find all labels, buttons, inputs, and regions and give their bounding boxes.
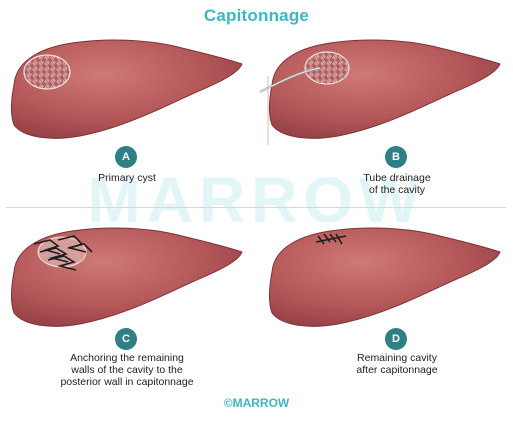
panel-badge: D [385, 328, 407, 350]
caption-line: of the cavity [368, 184, 426, 196]
caption-line: Primary cyst [98, 172, 156, 184]
panel-badge: A [115, 146, 137, 168]
caption-line: Anchoring the remaining [70, 352, 184, 364]
divider [6, 207, 506, 208]
panel-caption: Anchoring the remaining walls of the cav… [2, 352, 252, 388]
caption-line: Remaining cavity [357, 352, 437, 364]
liver-illustration [10, 39, 243, 139]
caption-line: after capitonnage [356, 364, 438, 376]
caption-line: posterior wall in capitonnage [60, 376, 194, 388]
panel-badge: B [385, 146, 407, 168]
panel-d: D Remaining cavity after capitonnage [260, 222, 510, 422]
liver-illustration [260, 39, 501, 145]
panel-a: A Primary cyst [2, 30, 252, 230]
panel-c: C Anchoring the remaining walls of the c… [2, 222, 252, 422]
panel-badge: C [115, 328, 137, 350]
suture-lines [33, 235, 93, 271]
liver-illustration [268, 227, 501, 327]
primary-cyst [23, 54, 71, 90]
caption-line: Tube drainage [363, 172, 431, 184]
copyright-credit: ©MARROW [223, 396, 290, 410]
liver-illustration [10, 227, 243, 327]
panel-caption: Remaining cavity after capitonnage [272, 352, 513, 376]
panel-b: B Tube drainage of the cavity [260, 30, 510, 230]
panel-caption: Primary cyst [2, 172, 252, 184]
panel-caption: Tube drainage of the cavity [272, 172, 513, 196]
diagram-title: Capitonnage [203, 6, 310, 25]
caption-line: walls of the cavity to the [71, 364, 183, 376]
closed-cavity-sutures [315, 233, 347, 245]
cyst-cavity [304, 51, 350, 85]
